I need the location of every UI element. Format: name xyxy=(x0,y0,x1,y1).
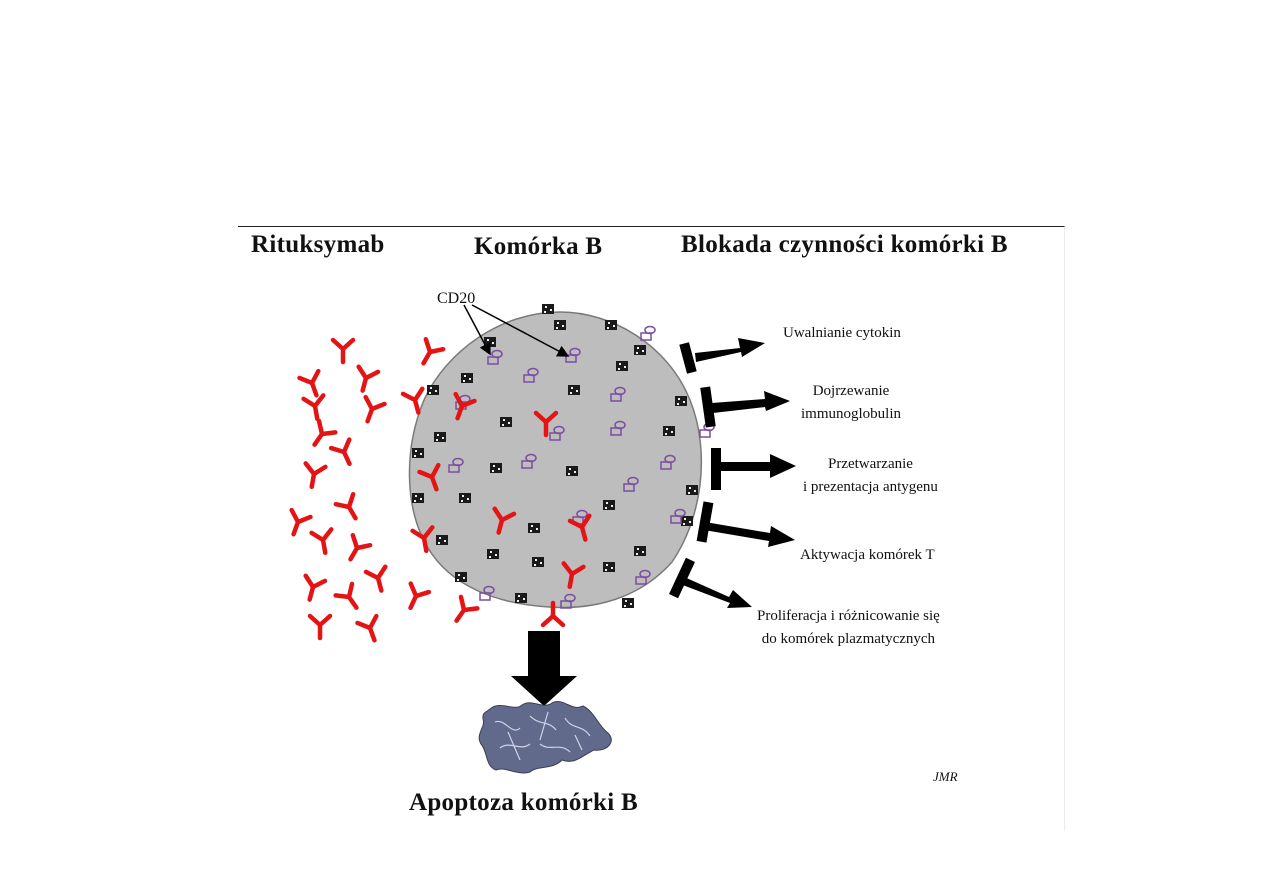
function-t-cell-activation: Aktywacja komórek T xyxy=(800,547,935,563)
apoptosis-arrow xyxy=(511,631,577,706)
header-b-cell: Komórka B xyxy=(474,233,603,260)
blockade-arrows xyxy=(669,338,796,608)
cd20-label: CD20 xyxy=(437,290,476,307)
apoptosis-label: Apoptoza komórki B xyxy=(409,789,639,816)
b-cell-body xyxy=(408,311,703,609)
function-cytokine-release: Uwalnianie cytokin xyxy=(783,325,901,341)
signature: JMR xyxy=(933,769,958,784)
header-blockade: Blokada czynności komórki B xyxy=(681,231,1008,258)
apoptotic-body xyxy=(478,701,612,774)
header-rituximab: Rituksymab xyxy=(251,231,385,258)
